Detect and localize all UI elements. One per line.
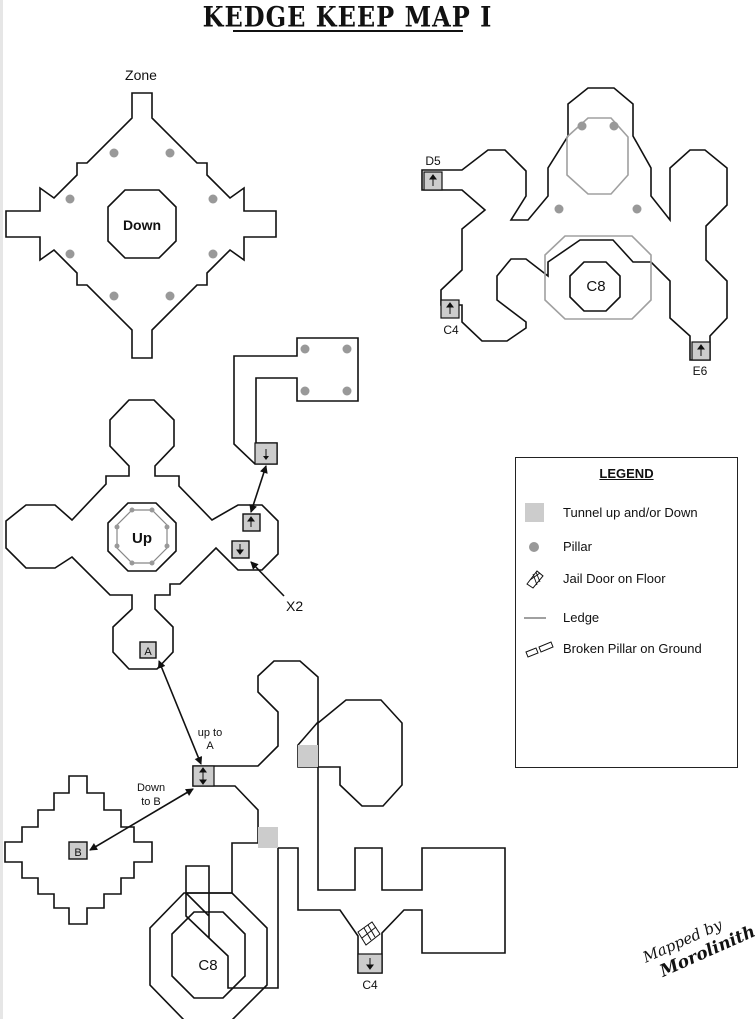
down-octagon [107, 189, 177, 259]
tunnel-lower-corridor [258, 827, 278, 848]
c8-north-up-arrows [429, 174, 705, 356]
legend-item-jail-door: Jail Door on Floor [516, 568, 737, 590]
map-title: KEDGE KEEP MAP I [202, 0, 493, 34]
legend-item-pillar: Pillar [516, 536, 737, 558]
legend-label-tunnel: Tunnel up and/or Down [563, 505, 698, 520]
pillar-room [233, 337, 359, 465]
connector-down-to-b [89, 788, 194, 851]
page-edge [0, 0, 3, 1019]
pillar-room-down-arrow [263, 456, 269, 460]
title-underline [233, 30, 463, 32]
legend-label-pillar: Pillar [563, 539, 592, 554]
legend-label-broken-pillar: Broken Pillar on Ground [563, 641, 702, 656]
jail-door-icon [526, 570, 544, 589]
c8-north-pillars [554, 121, 642, 214]
c4-top-label: C4 [443, 323, 459, 337]
e6-label: E6 [693, 364, 708, 378]
up-room-arrows [236, 516, 255, 555]
legend-label-ledge: Ledge [563, 610, 600, 625]
c4-bottom-label: C4 [362, 978, 378, 992]
c8-bottom-inner [171, 911, 246, 999]
lower-tunnel-arrows [199, 767, 374, 970]
d5-label: D5 [425, 154, 441, 168]
tunnel-upper-corridor [298, 745, 318, 767]
up-to-target-label: A [206, 740, 214, 752]
down-to-label: Down [137, 782, 165, 794]
legend-title: LEGEND [599, 466, 654, 481]
legend-item-tunnel: Tunnel up and/or Down [516, 502, 737, 524]
legend-item-broken-pillar: Broken Pillar on Ground [516, 638, 737, 660]
zone-room [5, 92, 277, 359]
legend-item-ledge: Ledge [516, 607, 737, 629]
a-label: A [144, 646, 152, 658]
connector-x2 [250, 561, 285, 597]
down-label: Down [123, 217, 161, 233]
c8-octagon [569, 261, 621, 312]
zone-label: Zone [125, 67, 157, 83]
broken-pillar-icon [525, 641, 554, 658]
c8-bottom-label: C8 [198, 957, 217, 974]
jail-door-icon [357, 921, 381, 946]
c8-top-label: C8 [586, 278, 605, 295]
tunnel-square-icon [525, 503, 544, 522]
up-room-pillars [114, 507, 170, 566]
legend-box: LEGEND Tunnel up and/or Down Pillar Jail… [515, 457, 738, 768]
up-octagon [107, 502, 177, 572]
legend-label-jail-door: Jail Door on Floor [563, 571, 666, 586]
up-label: Up [132, 530, 152, 547]
c8-north-tunnels [423, 171, 711, 361]
pillar-room-pillars [300, 344, 352, 396]
zone-pillars [65, 148, 218, 301]
tunnel-a [139, 641, 157, 659]
connector-up-to-pillar-room [249, 465, 268, 513]
x2-label: X2 [286, 598, 303, 614]
down-to-target-label: to B [141, 796, 161, 808]
pillar-dot-icon [529, 542, 539, 552]
up-room-tunnels [139, 513, 261, 659]
b-label: B [74, 847, 81, 859]
tunnel-b [68, 841, 88, 860]
up-to-label: up to [198, 727, 222, 739]
connector-up-to-a [157, 660, 203, 765]
c8-bottom-outer [149, 892, 268, 1019]
ledge-line-icon [524, 617, 546, 619]
lower-complex-ledge-tunnels [258, 745, 318, 848]
